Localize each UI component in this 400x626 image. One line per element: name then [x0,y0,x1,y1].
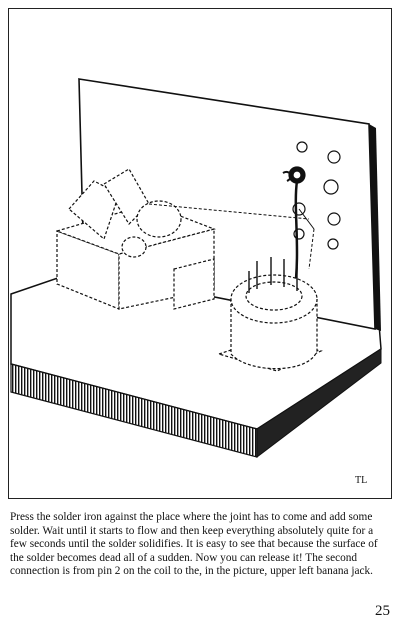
coil-form [216,274,323,372]
coil-pins [248,257,298,293]
banana-jacks [288,141,341,250]
illustration-frame: TL [8,8,392,499]
variable-capacitor [55,168,216,310]
base-board-side-edge [256,348,382,459]
artist-signature: TL [355,475,367,486]
page-number: 25 [375,603,390,619]
soldering-diagram-illustration: TL [10,78,382,486]
caption-text: Press the solder iron against the place … [10,511,378,578]
back-panel-edge [369,124,381,331]
